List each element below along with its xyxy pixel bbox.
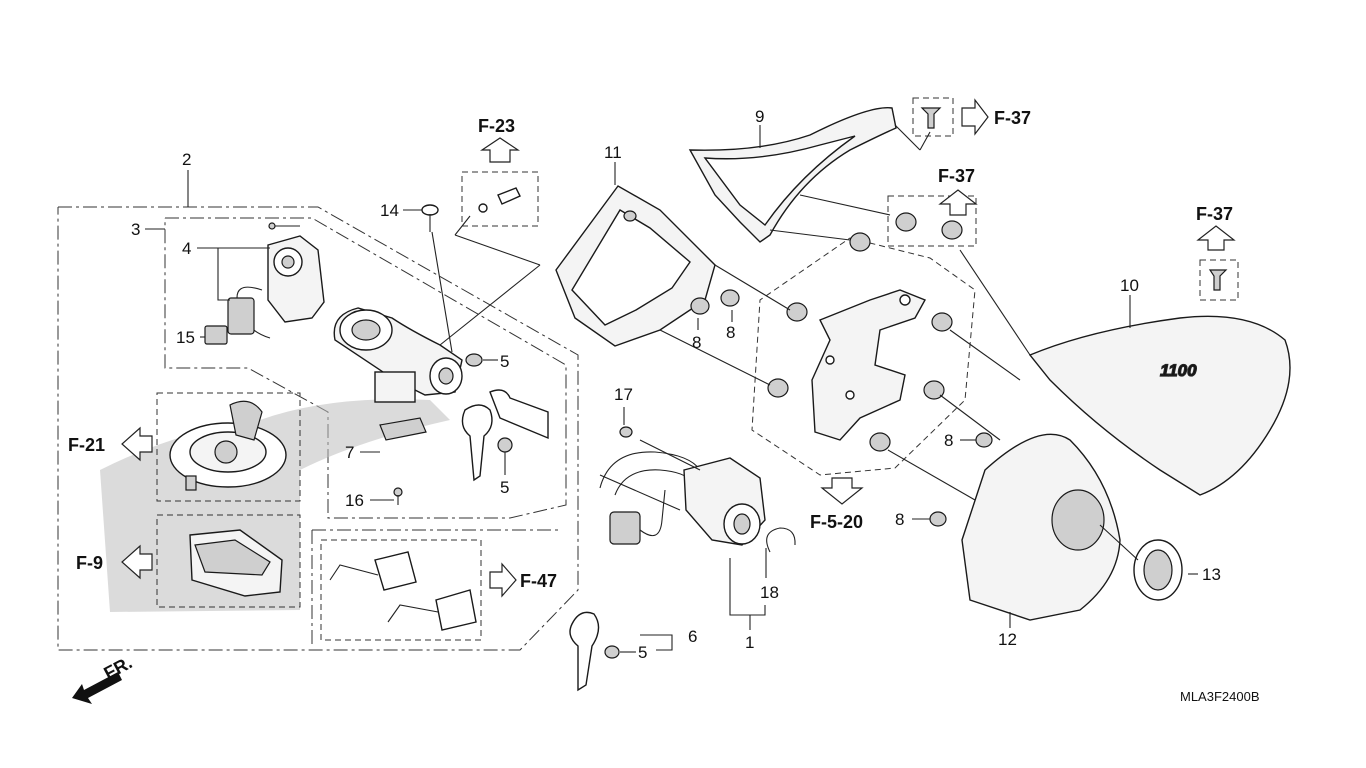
grommets-bracket	[767, 212, 963, 452]
label-8-b: 8	[726, 323, 735, 342]
label-10: 10	[1120, 276, 1139, 295]
bracket-box	[751, 237, 976, 476]
ref-label-f23: F-23	[478, 116, 515, 136]
label-8-c: 8	[944, 431, 953, 450]
label-3: 3	[131, 220, 140, 239]
label-15: 15	[176, 328, 195, 347]
f23-part-box	[461, 171, 539, 227]
ref-arrow-f37c[interactable]: F-37	[1196, 204, 1236, 251]
label-13: 13	[1202, 565, 1221, 584]
screw-box-f37c	[1199, 259, 1239, 301]
label-14: 14	[380, 201, 399, 220]
cover-bracket	[811, 289, 926, 441]
ref-arrow-f520[interactable]: F-5-20	[810, 477, 864, 532]
label-8-d: 8	[895, 510, 904, 529]
ignition-cylinder	[333, 307, 549, 482]
side-cover-9	[688, 107, 897, 243]
screw-f37c	[1208, 269, 1228, 291]
cover-emblem: 1100	[1160, 361, 1197, 380]
label-9: 9	[755, 107, 764, 126]
ring-13	[1133, 539, 1183, 601]
ref-arrow-f37b[interactable]: F-37	[938, 166, 978, 216]
main-switch-1	[599, 451, 766, 546]
ref-label-f520: F-5-20	[810, 512, 863, 532]
label-5-middle: 5	[500, 478, 509, 497]
label-7: 7	[345, 443, 354, 462]
assembly-boundary-2	[57, 206, 579, 651]
label-8-a: 8	[692, 333, 701, 352]
label-1: 1	[745, 633, 754, 652]
seat-lock-box	[156, 514, 301, 608]
fuel-cap-box	[156, 392, 301, 502]
grommet-8-c	[975, 432, 993, 448]
screw-f37a	[920, 107, 942, 129]
ignition-switch-body	[204, 222, 325, 345]
fuel-cap	[169, 400, 287, 491]
label-16: 16	[345, 491, 364, 510]
key-6	[569, 611, 620, 692]
ref-label-f21: F-21	[68, 435, 105, 455]
part-number-labels: 1 2 3 4 5 5 5 6 7 8 8 8 8 9 10 11 12 13 …	[131, 107, 1221, 662]
label-11: 11	[604, 143, 622, 162]
ref-arrow-f21[interactable]: F-21	[68, 426, 153, 462]
ref-label-f37b: F-37	[938, 166, 975, 186]
screw-16	[393, 487, 403, 505]
grommet-8-d	[929, 511, 947, 527]
screw-box-f37a	[912, 97, 954, 137]
ref-label-f9: F-9	[76, 553, 103, 573]
cylinder-set-box	[320, 539, 482, 641]
washer-5-upper	[465, 353, 483, 367]
grommet-8-a	[690, 297, 710, 315]
label-5-upper: 5	[500, 352, 509, 371]
ref-arrow-f47[interactable]: F-47	[489, 562, 557, 598]
ref-arrow-f9[interactable]: F-9	[76, 544, 153, 580]
ref-label-f47: F-47	[520, 571, 557, 591]
grommet-8-b	[720, 289, 740, 307]
diagram-code: MLA3F2400B	[1180, 689, 1260, 704]
leader-lines	[145, 124, 1198, 653]
label-2: 2	[182, 150, 191, 169]
inner-cover-11	[555, 185, 716, 347]
seat-lock	[189, 529, 283, 597]
snap-ring-18	[766, 527, 796, 553]
washer-5-middle	[497, 437, 513, 453]
label-5-lower: 5	[638, 643, 647, 662]
label-12: 12	[998, 630, 1017, 649]
side-cover-10: 1100	[1028, 315, 1291, 496]
ref-label-f37c: F-37	[1196, 204, 1233, 224]
ref-label-f37a: F-37	[994, 108, 1031, 128]
label-4: 4	[182, 239, 191, 258]
bolt-17	[619, 426, 633, 438]
label-17: 17	[614, 385, 633, 404]
screw-14	[421, 204, 453, 353]
ref-arrow-f23[interactable]: F-23	[478, 116, 520, 163]
grommet-box-f37b	[887, 195, 977, 247]
front-direction-arrow: FR.	[72, 652, 135, 704]
f23-part	[454, 187, 521, 236]
label-18: 18	[760, 583, 779, 602]
ref-arrow-f37a[interactable]: F-37	[961, 98, 1031, 136]
label-6: 6	[688, 627, 697, 646]
cylinder-set	[329, 551, 477, 631]
lower-cover-12	[961, 433, 1121, 621]
